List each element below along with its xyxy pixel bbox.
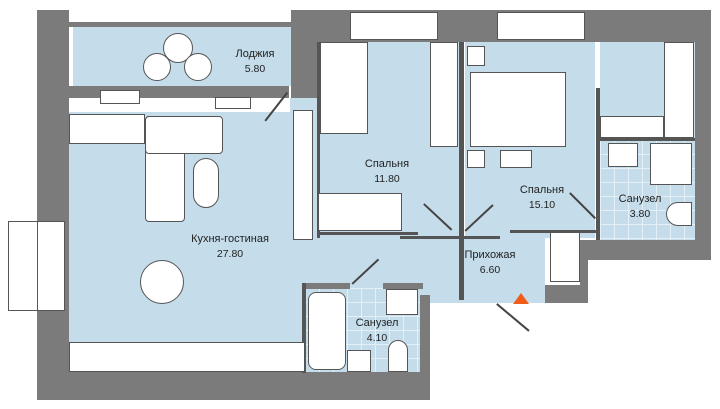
wall-mid-column — [291, 10, 319, 110]
room-hallway-lower — [430, 238, 545, 303]
kitchen-counter — [69, 342, 305, 372]
room-area: 27.80 — [216, 248, 244, 260]
sink-right — [608, 143, 638, 167]
window-loggia-left — [100, 90, 140, 104]
sink-bottom — [347, 350, 371, 372]
label-bathroom-bottom: Санузел 4.10 — [345, 316, 409, 346]
label-bedroom-large: Спальня 15.10 — [507, 183, 577, 213]
window-bedroom-small — [350, 12, 438, 40]
room-area: 6.60 — [479, 264, 501, 276]
toilet-right — [666, 202, 692, 226]
wall-step-right — [580, 240, 711, 260]
entrance-marker-icon — [513, 293, 529, 304]
window-bedroom-large — [497, 12, 585, 40]
wardrobe-right — [664, 42, 694, 138]
wall-bottom-right — [420, 295, 430, 400]
room-area: 15.10 — [528, 199, 556, 211]
wall-bath-bottom-top — [302, 283, 350, 289]
rug — [500, 150, 532, 168]
bed-double — [470, 72, 566, 147]
toilet-bottom — [388, 340, 408, 372]
label-hallway: Прихожая 6.60 — [450, 248, 530, 278]
shower — [650, 143, 692, 185]
room-area: 11.80 — [374, 173, 400, 185]
room-area: 4.10 — [366, 332, 388, 344]
door-entrance — [496, 303, 530, 332]
dining-table — [140, 260, 184, 304]
wall-bedroom-small-left — [317, 42, 320, 238]
loggia-chair-left — [143, 53, 171, 81]
room-name: Санузел — [618, 193, 662, 205]
wall-bath-right-top — [600, 138, 695, 141]
room-area: 5.80 — [244, 63, 266, 75]
room-name: Лоджия — [235, 48, 275, 60]
wall-step-right-2 — [580, 240, 588, 300]
label-loggia: Лоджия 5.80 — [225, 47, 285, 77]
window-kitchen — [8, 221, 38, 311]
window-kitchen-frame — [37, 221, 65, 311]
room-name: Спальня — [364, 158, 410, 170]
window-loggia-right — [215, 97, 251, 109]
label-kitchen-living: Кухня-гостиная 27.80 — [180, 232, 280, 262]
drawers — [600, 116, 664, 138]
wall-bath-right-left — [596, 88, 600, 240]
room-name: Санузел — [355, 317, 399, 329]
wardrobe-bedroom-small — [318, 193, 402, 231]
room-name: Кухня-гостиная — [191, 233, 269, 245]
wall-bedroom-large-bottom — [510, 230, 600, 233]
wall-bottom — [37, 372, 429, 400]
wall-bath-bottom-top-2 — [383, 283, 423, 289]
wall-right — [695, 10, 711, 260]
label-bathroom-right: Санузел 3.80 — [605, 192, 675, 222]
sofa-back — [145, 116, 223, 154]
room-area: 3.80 — [629, 208, 651, 220]
nightstand-2 — [467, 150, 485, 168]
wall-bedrooms-bottom — [400, 236, 500, 239]
bed-single — [320, 42, 368, 134]
tv-stand — [293, 110, 313, 240]
wall-loggia-top — [69, 22, 291, 27]
loggia-chair-right — [184, 53, 212, 81]
wall-left — [37, 10, 69, 400]
desk-bedroom — [430, 42, 458, 147]
desk-kitchen — [69, 114, 145, 144]
wall-bath-bottom-left — [302, 283, 306, 373]
wall-bedroom-bottom-left — [318, 232, 418, 235]
room-name: Спальня — [519, 184, 565, 196]
coffee-table — [193, 158, 219, 208]
wall-entry-right — [545, 285, 588, 303]
room-name: Прихожая — [464, 249, 516, 261]
nightstand — [467, 46, 485, 66]
washing-machine — [386, 289, 418, 315]
wardrobe-hallway — [550, 232, 580, 282]
wall-bedroom-divider — [459, 42, 464, 300]
label-bedroom-small: Спальня 11.80 — [352, 157, 422, 187]
bathtub — [308, 292, 346, 370]
